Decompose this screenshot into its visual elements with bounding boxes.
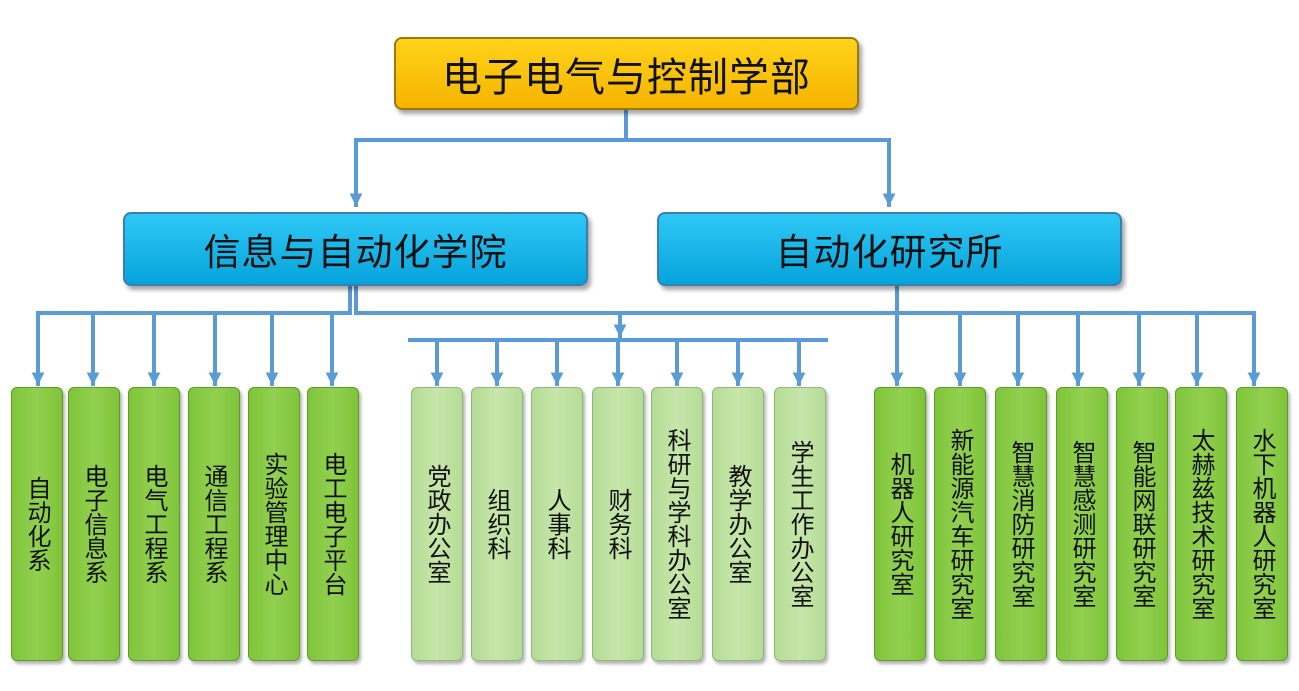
department-node: 自动化系 xyxy=(11,387,63,661)
unit-label: 自动化研究所 xyxy=(775,231,1004,274)
department-label: 电气工程系 xyxy=(140,464,168,584)
unit-node-college: 信息与自动化学院 xyxy=(123,212,588,286)
lab-node: 智能网联研究室 xyxy=(1116,387,1168,661)
office-label: 科研与学科办公室 xyxy=(663,428,691,620)
office-node: 人事科 xyxy=(531,387,583,661)
lab-node: 机器人研究室 xyxy=(874,387,926,661)
department-label: 自动化系 xyxy=(23,476,51,572)
department-node: 电子信息系 xyxy=(68,387,120,661)
office-label: 学生工作办公室 xyxy=(786,440,814,608)
lab-label: 水下机器人研究室 xyxy=(1248,428,1276,620)
department-node: 实验管理中心 xyxy=(248,387,300,661)
lab-node: 新能源汽车研究室 xyxy=(934,387,986,661)
office-node: 组织科 xyxy=(471,387,523,661)
office-label: 人事科 xyxy=(543,488,571,560)
office-node: 科研与学科办公室 xyxy=(651,387,703,661)
office-label: 组织科 xyxy=(483,488,511,560)
department-label: 通信工程系 xyxy=(200,464,228,584)
lab-node: 智慧感测研究室 xyxy=(1056,387,1108,661)
lab-label: 太赫兹技术研究室 xyxy=(1187,428,1215,620)
lab-label: 机器人研究室 xyxy=(886,452,914,596)
lab-node: 太赫兹技术研究室 xyxy=(1175,387,1227,661)
unit-node-institute: 自动化研究所 xyxy=(657,212,1122,286)
office-node: 财务科 xyxy=(592,387,644,661)
office-label: 教学办公室 xyxy=(724,464,752,584)
department-node: 通信工程系 xyxy=(188,387,240,661)
office-node: 党政办公室 xyxy=(411,387,463,661)
root-label: 电子电气与控制学部 xyxy=(442,54,811,101)
office-node: 学生工作办公室 xyxy=(774,387,826,661)
office-label: 财务科 xyxy=(604,488,632,560)
lab-label: 智能网联研究室 xyxy=(1128,440,1156,608)
lab-node: 智慧消防研究室 xyxy=(995,387,1047,661)
lab-node: 水下机器人研究室 xyxy=(1236,387,1288,661)
department-label: 电子信息系 xyxy=(80,464,108,584)
root-node: 电子电气与控制学部 xyxy=(394,37,859,110)
lab-label: 智慧消防研究室 xyxy=(1007,440,1035,608)
lab-label: 新能源汽车研究室 xyxy=(946,428,974,620)
department-label: 实验管理中心 xyxy=(260,452,288,596)
office-node: 教学办公室 xyxy=(712,387,764,661)
unit-label: 信息与自动化学院 xyxy=(203,231,508,274)
lab-label: 智慧感测研究室 xyxy=(1068,440,1096,608)
department-node: 电工电子平台 xyxy=(307,387,359,661)
department-node: 电气工程系 xyxy=(128,387,180,661)
office-label: 党政办公室 xyxy=(423,464,451,584)
department-label: 电工电子平台 xyxy=(319,452,347,596)
